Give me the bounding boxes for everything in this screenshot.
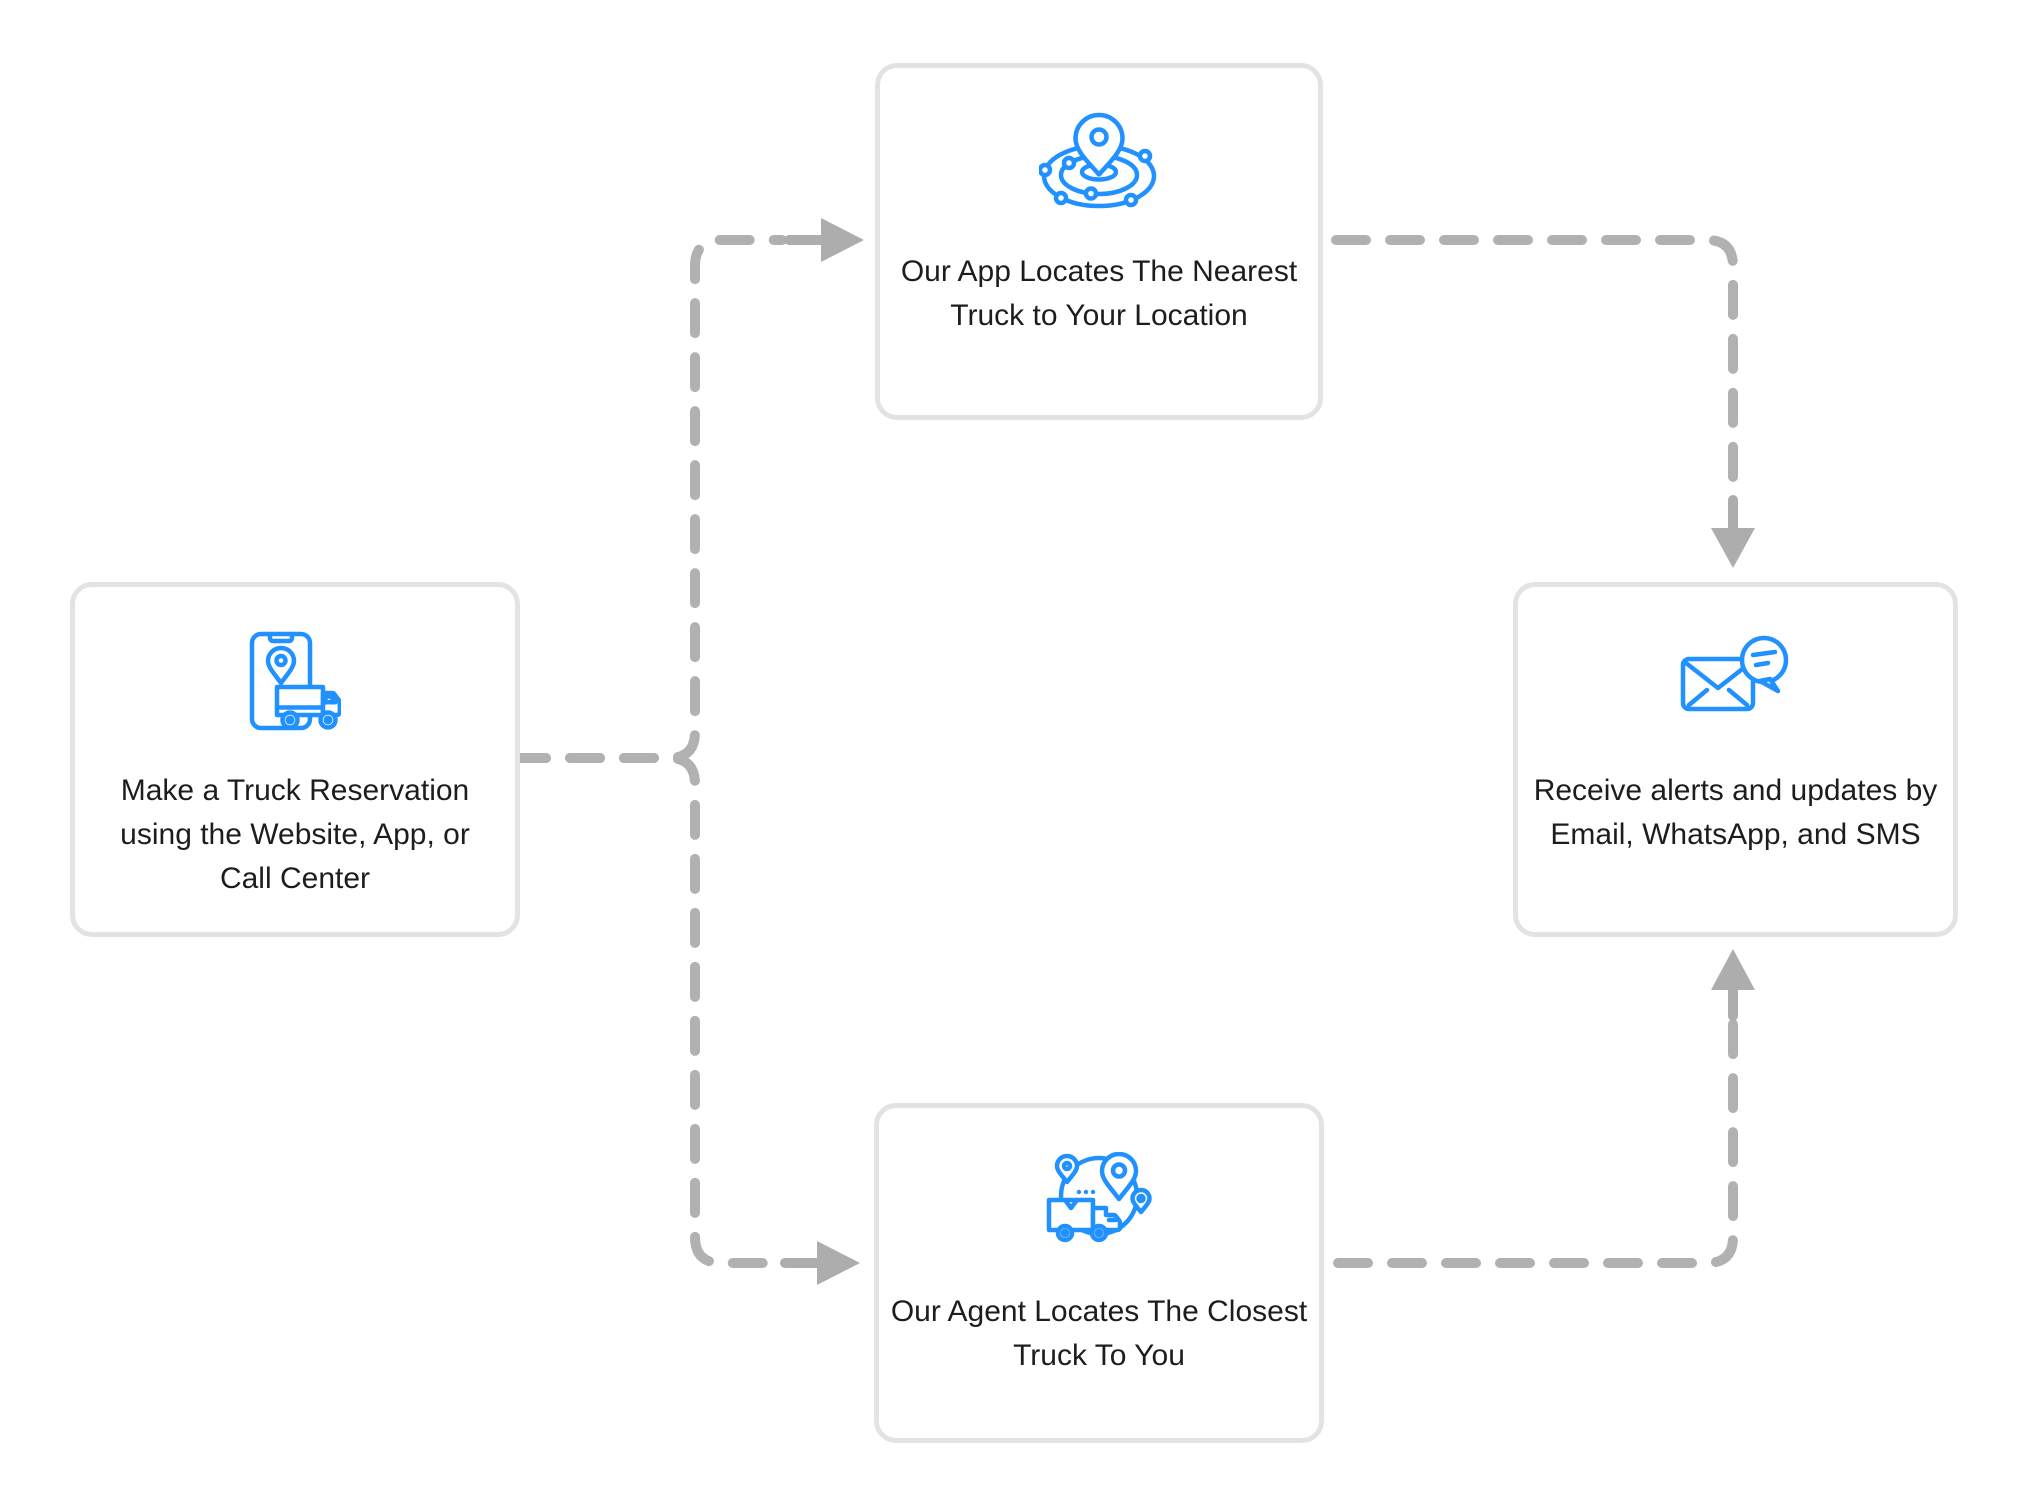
phone-truck-icon (249, 631, 341, 731)
edge-agent-to-alerts (1333, 1019, 1738, 1268)
node-agent-locates-truck: Our Agent Locates The Closest Truck To Y… (874, 1103, 1324, 1443)
edge-app-to-alerts (1331, 235, 1738, 497)
node-receive-alerts: Receive alerts and updates by Email, Wha… (1513, 582, 1958, 937)
arrowhead-into-agent (780, 1241, 860, 1285)
arrowhead-into-alerts-top (1711, 495, 1755, 568)
arrowhead-into-app (784, 218, 864, 262)
edge-reservation-to-app (511, 235, 787, 763)
node-label-reservation: Make a Truck Reservation using the Websi… (120, 774, 470, 895)
arrowhead-into-alerts-bottom (1711, 949, 1755, 1021)
node-label-alerts: Receive alerts and updates by Email, Wha… (1533, 774, 1938, 851)
edge-reservation-to-agent (511, 753, 783, 1268)
truck-pins-icon (1043, 1152, 1155, 1252)
node-make-reservation: Make a Truck Reservation using the Websi… (70, 582, 520, 937)
node-label-app: Our App Locates The Nearest Truck to You… (900, 255, 1298, 332)
node-app-locates-truck: Our App Locates The Nearest Truck to You… (875, 63, 1323, 420)
geo-orbit-icon (1039, 112, 1159, 212)
mail-chat-icon (1680, 631, 1792, 731)
node-label-agent: Our Agent Locates The Closest Truck To Y… (890, 1295, 1308, 1372)
